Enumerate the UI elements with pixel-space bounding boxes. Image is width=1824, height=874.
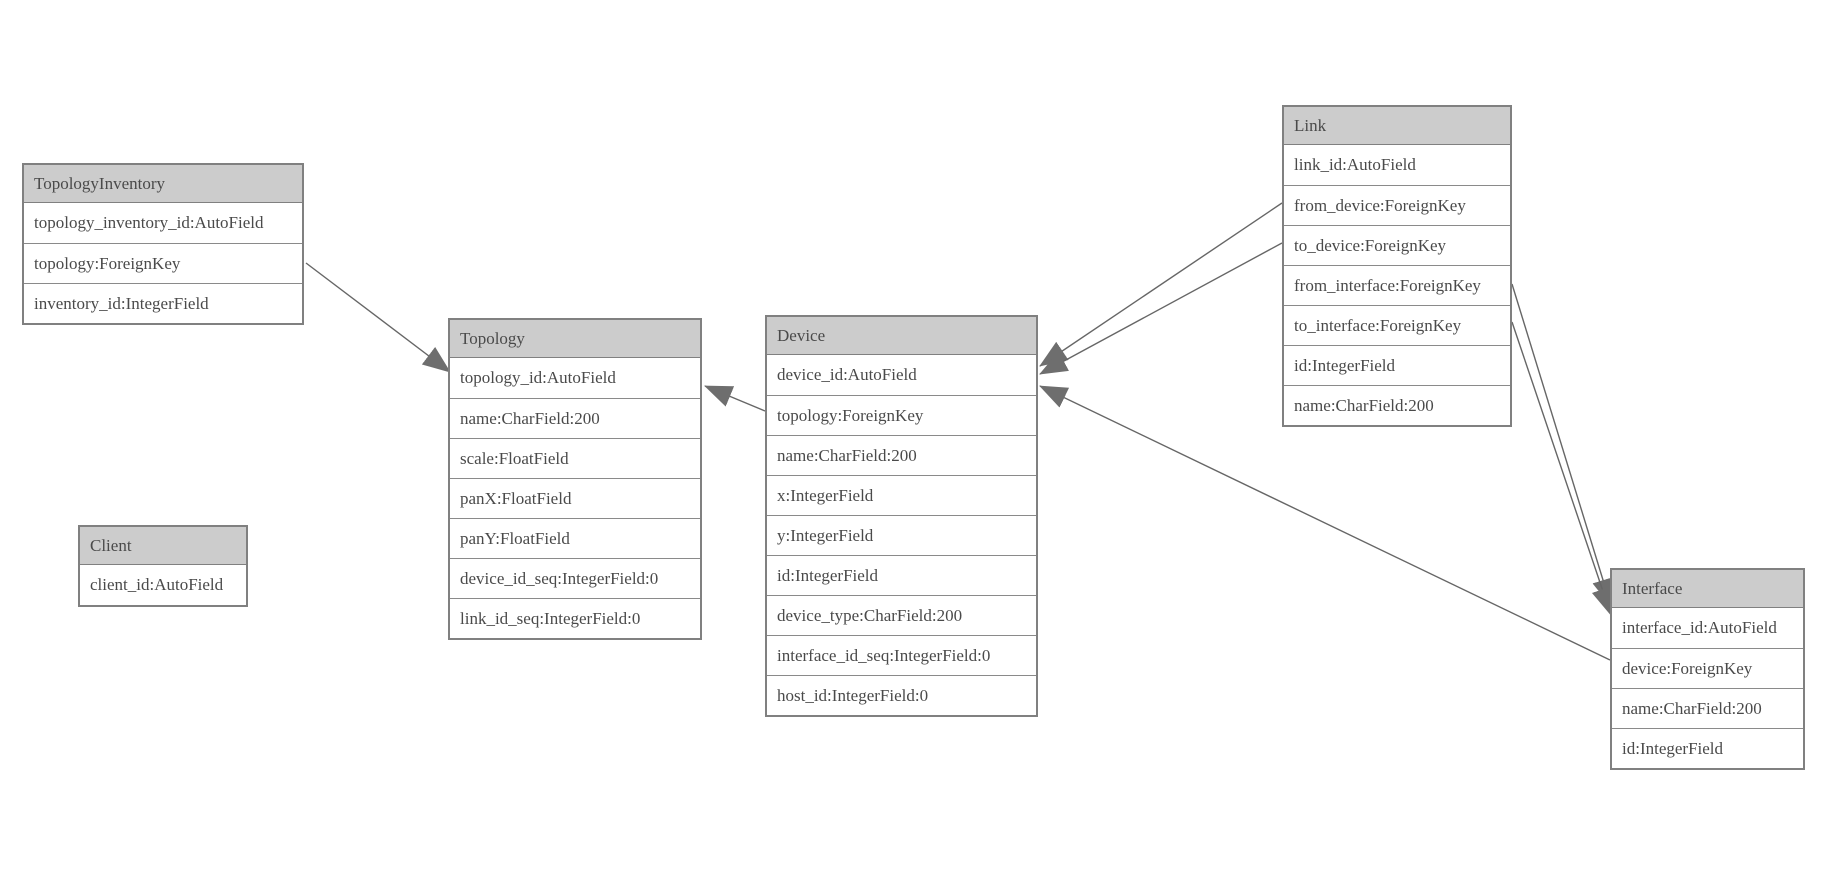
entity-topology: Topology topology_id:AutoField name:Char… xyxy=(448,318,702,640)
entity-interface: Interface interface_id:AutoField device:… xyxy=(1610,568,1805,770)
entity-link-title: Link xyxy=(1284,107,1510,145)
field-row: name:CharField:200 xyxy=(1284,385,1510,425)
entity-interface-title: Interface xyxy=(1612,570,1803,608)
relation-link-todevice-device-arrow xyxy=(1039,242,1283,375)
relation-device-topology-arrow xyxy=(704,385,766,412)
field-row: to_interface:ForeignKey xyxy=(1284,305,1510,345)
field-row: id:IntegerField xyxy=(1284,345,1510,385)
field-row: inventory_id:IntegerField xyxy=(24,283,302,323)
entity-device-title: Device xyxy=(767,317,1036,355)
field-row: client_id:AutoField xyxy=(80,565,246,605)
field-row: from_interface:ForeignKey xyxy=(1284,265,1510,305)
field-row: topology_inventory_id:AutoField xyxy=(24,203,302,243)
field-row: scale:FloatField xyxy=(450,438,700,478)
field-row: topology_id:AutoField xyxy=(450,358,700,398)
field-row: id:IntegerField xyxy=(767,555,1036,595)
field-row: link_id:AutoField xyxy=(1284,145,1510,185)
field-row: name:CharField:200 xyxy=(450,398,700,438)
entity-topology-inventory: TopologyInventory topology_inventory_id:… xyxy=(22,163,304,325)
field-row: from_device:ForeignKey xyxy=(1284,185,1510,225)
relation-link-fromdevice-device-arrow xyxy=(1039,202,1283,367)
field-row: id:IntegerField xyxy=(1612,728,1803,768)
field-row: to_device:ForeignKey xyxy=(1284,225,1510,265)
field-row: topology:ForeignKey xyxy=(767,395,1036,435)
field-row: host_id:IntegerField:0 xyxy=(767,675,1036,715)
field-row: name:CharField:200 xyxy=(767,435,1036,475)
field-row: panX:FloatField xyxy=(450,478,700,518)
field-row: device_id_seq:IntegerField:0 xyxy=(450,558,700,598)
relation-topologyinventory-topology-arrow xyxy=(305,262,451,373)
field-row: device_type:CharField:200 xyxy=(767,595,1036,635)
relation-link-tointerface-interface-arrow xyxy=(1511,321,1613,616)
relation-interface-device-arrow xyxy=(1039,385,1611,661)
field-row: link_id_seq:IntegerField:0 xyxy=(450,598,700,638)
field-row: x:IntegerField xyxy=(767,475,1036,515)
field-row: panY:FloatField xyxy=(450,518,700,558)
entity-topology-title: Topology xyxy=(450,320,700,358)
entity-client: Client client_id:AutoField xyxy=(78,525,248,607)
relation-link-frominterface-interface-arrow xyxy=(1511,283,1614,607)
entity-device: Device device_id:AutoField topology:Fore… xyxy=(765,315,1038,717)
field-row: device_id:AutoField xyxy=(767,355,1036,395)
entity-client-title: Client xyxy=(80,527,246,565)
field-row: device:ForeignKey xyxy=(1612,648,1803,688)
field-row: interface_id_seq:IntegerField:0 xyxy=(767,635,1036,675)
field-row: topology:ForeignKey xyxy=(24,243,302,283)
field-row: name:CharField:200 xyxy=(1612,688,1803,728)
field-row: y:IntegerField xyxy=(767,515,1036,555)
entity-topology-inventory-title: TopologyInventory xyxy=(24,165,302,203)
field-row: interface_id:AutoField xyxy=(1612,608,1803,648)
entity-link: Link link_id:AutoField from_device:Forei… xyxy=(1282,105,1512,427)
